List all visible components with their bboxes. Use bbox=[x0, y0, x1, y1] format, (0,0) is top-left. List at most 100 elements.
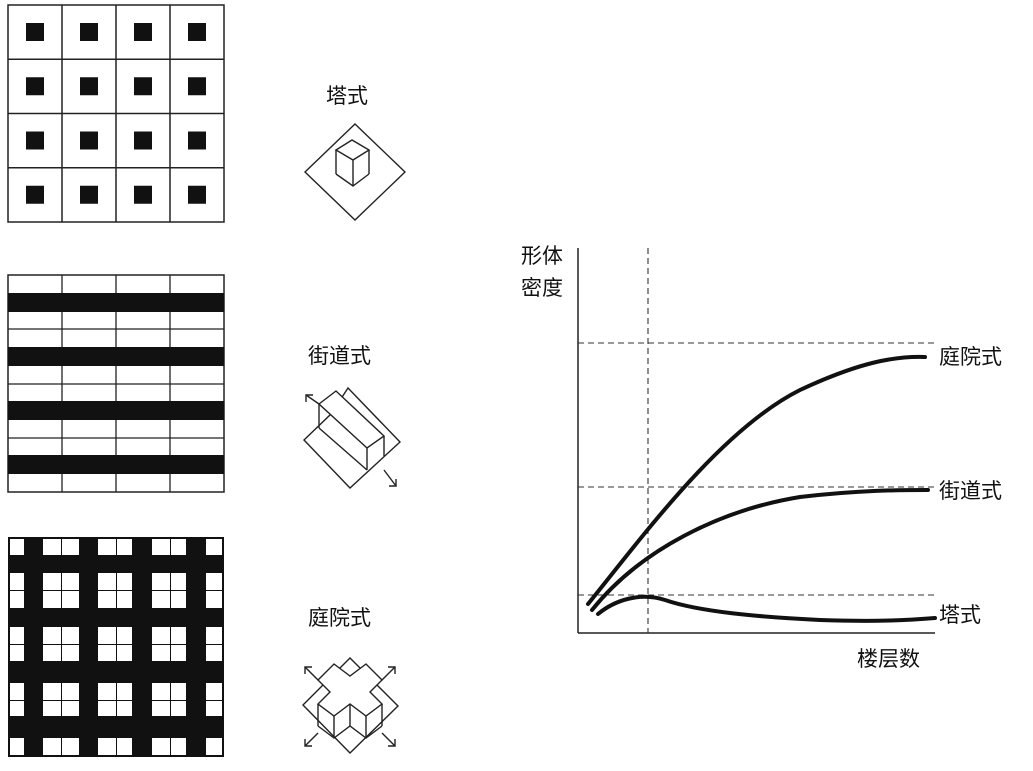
courtyard-open-cell bbox=[43, 539, 61, 555]
courtyard-open-cell bbox=[152, 683, 170, 700]
tower-block bbox=[26, 23, 44, 41]
courtyard-open-cell bbox=[206, 539, 222, 555]
courtyard-open-cell bbox=[10, 591, 24, 608]
courtyard-open-cell bbox=[117, 645, 132, 661]
courtyard-open-cell bbox=[117, 627, 132, 644]
courtyard-open-cell bbox=[43, 645, 61, 661]
courtyard-open-cell bbox=[117, 701, 132, 716]
courtyard-open-cell bbox=[171, 683, 186, 700]
street-plan-grid bbox=[7, 274, 225, 493]
street-block bbox=[8, 401, 224, 420]
tower-block bbox=[134, 185, 152, 204]
courtyard-open-cell bbox=[117, 738, 132, 755]
courtyard-open-cell bbox=[206, 573, 222, 590]
street-block bbox=[8, 347, 224, 366]
courtyard-open-cell bbox=[152, 573, 170, 590]
courtyard-open-cell bbox=[62, 591, 79, 608]
tower-plan-grid bbox=[7, 4, 225, 223]
courtyard-open-cell bbox=[152, 539, 170, 555]
courtyard-open-cell bbox=[43, 701, 61, 716]
courtyard-series-label: 庭院式 bbox=[939, 345, 1002, 369]
courtyard-open-cell bbox=[62, 701, 79, 716]
tower-block bbox=[134, 77, 152, 96]
tower-isometric-icon bbox=[303, 123, 407, 221]
courtyard-open-cell bbox=[10, 627, 24, 644]
courtyard-open-cell bbox=[117, 591, 132, 608]
street-label: 街道式 bbox=[308, 344, 371, 368]
tower-curve bbox=[596, 594, 937, 623]
courtyard-open-cell bbox=[98, 591, 116, 608]
courtyard-open-cell bbox=[117, 573, 132, 590]
tower-block bbox=[80, 185, 98, 204]
tower-block bbox=[80, 131, 98, 150]
courtyard-open-cell bbox=[62, 573, 79, 590]
tower-block bbox=[188, 23, 206, 41]
courtyard-open-cell bbox=[171, 701, 186, 716]
tower-block bbox=[134, 131, 152, 150]
courtyard-open-cell bbox=[98, 645, 116, 661]
density-chart bbox=[577, 248, 937, 634]
street-isometric-icon bbox=[303, 386, 402, 489]
courtyard-open-cell bbox=[43, 683, 61, 700]
tower-block bbox=[188, 185, 206, 204]
street-block bbox=[8, 455, 224, 474]
courtyard-open-cell bbox=[171, 539, 186, 555]
courtyard-open-cell bbox=[152, 738, 170, 755]
courtyard-open-cell bbox=[10, 701, 24, 716]
tower-block bbox=[26, 131, 44, 150]
courtyard-open-cell bbox=[43, 573, 61, 590]
courtyard-open-cell bbox=[10, 738, 24, 755]
courtyard-open-cell bbox=[62, 645, 79, 661]
courtyard-open-cell bbox=[10, 573, 24, 590]
courtyard-open-cell bbox=[117, 539, 132, 555]
courtyard-isometric-icon bbox=[302, 657, 399, 754]
courtyard-open-cell bbox=[98, 738, 116, 755]
courtyard-open-cell bbox=[10, 683, 24, 700]
courtyard-open-cell bbox=[62, 627, 79, 644]
courtyard-open-cell bbox=[43, 738, 61, 755]
courtyard-open-cell bbox=[43, 627, 61, 644]
courtyard-plan-grid bbox=[8, 537, 224, 757]
courtyard-open-cell bbox=[171, 645, 186, 661]
tower-block bbox=[134, 23, 152, 41]
tower-label: 塔式 bbox=[326, 84, 368, 108]
courtyard-open-cell bbox=[152, 645, 170, 661]
tower-block bbox=[80, 23, 98, 41]
courtyard-open-cell bbox=[10, 539, 24, 555]
courtyard-open-cell bbox=[206, 591, 222, 608]
courtyard-open-cell bbox=[206, 683, 222, 700]
courtyard-open-cell bbox=[152, 627, 170, 644]
courtyard-open-cell bbox=[171, 591, 186, 608]
tower-block bbox=[80, 77, 98, 96]
courtyard-open-cell bbox=[62, 738, 79, 755]
courtyard-open-cell bbox=[98, 573, 116, 590]
tower-series-label: 塔式 bbox=[939, 603, 981, 627]
courtyard-open-cell bbox=[10, 645, 24, 661]
courtyard-open-cell bbox=[117, 683, 132, 700]
courtyard-open-cell bbox=[206, 701, 222, 716]
courtyard-open-cell bbox=[98, 627, 116, 644]
y-axis-label-line1: 形体 bbox=[521, 244, 563, 268]
courtyard-open-cell bbox=[43, 591, 61, 608]
courtyard-open-cell bbox=[98, 683, 116, 700]
y-axis-label-line2: 密度 bbox=[521, 276, 563, 300]
tower-block bbox=[188, 131, 206, 150]
x-axis-label: 楼层数 bbox=[857, 647, 920, 671]
street-block bbox=[8, 293, 224, 312]
courtyard-open-cell bbox=[62, 539, 79, 555]
courtyard-open-cell bbox=[206, 645, 222, 661]
tower-block bbox=[26, 77, 44, 96]
courtyard-open-cell bbox=[98, 701, 116, 716]
courtyard-open-cell bbox=[152, 701, 170, 716]
courtyard-open-cell bbox=[171, 738, 186, 755]
courtyard-open-cell bbox=[171, 573, 186, 590]
street-series-label: 街道式 bbox=[939, 479, 1002, 503]
courtyard-open-cell bbox=[171, 627, 186, 644]
street-curve bbox=[590, 488, 930, 612]
courtyard-open-cell bbox=[62, 683, 79, 700]
courtyard-open-cell bbox=[152, 591, 170, 608]
courtyard-open-cell bbox=[206, 738, 222, 755]
courtyard-curve bbox=[586, 354, 927, 606]
courtyard-open-cell bbox=[98, 539, 116, 555]
